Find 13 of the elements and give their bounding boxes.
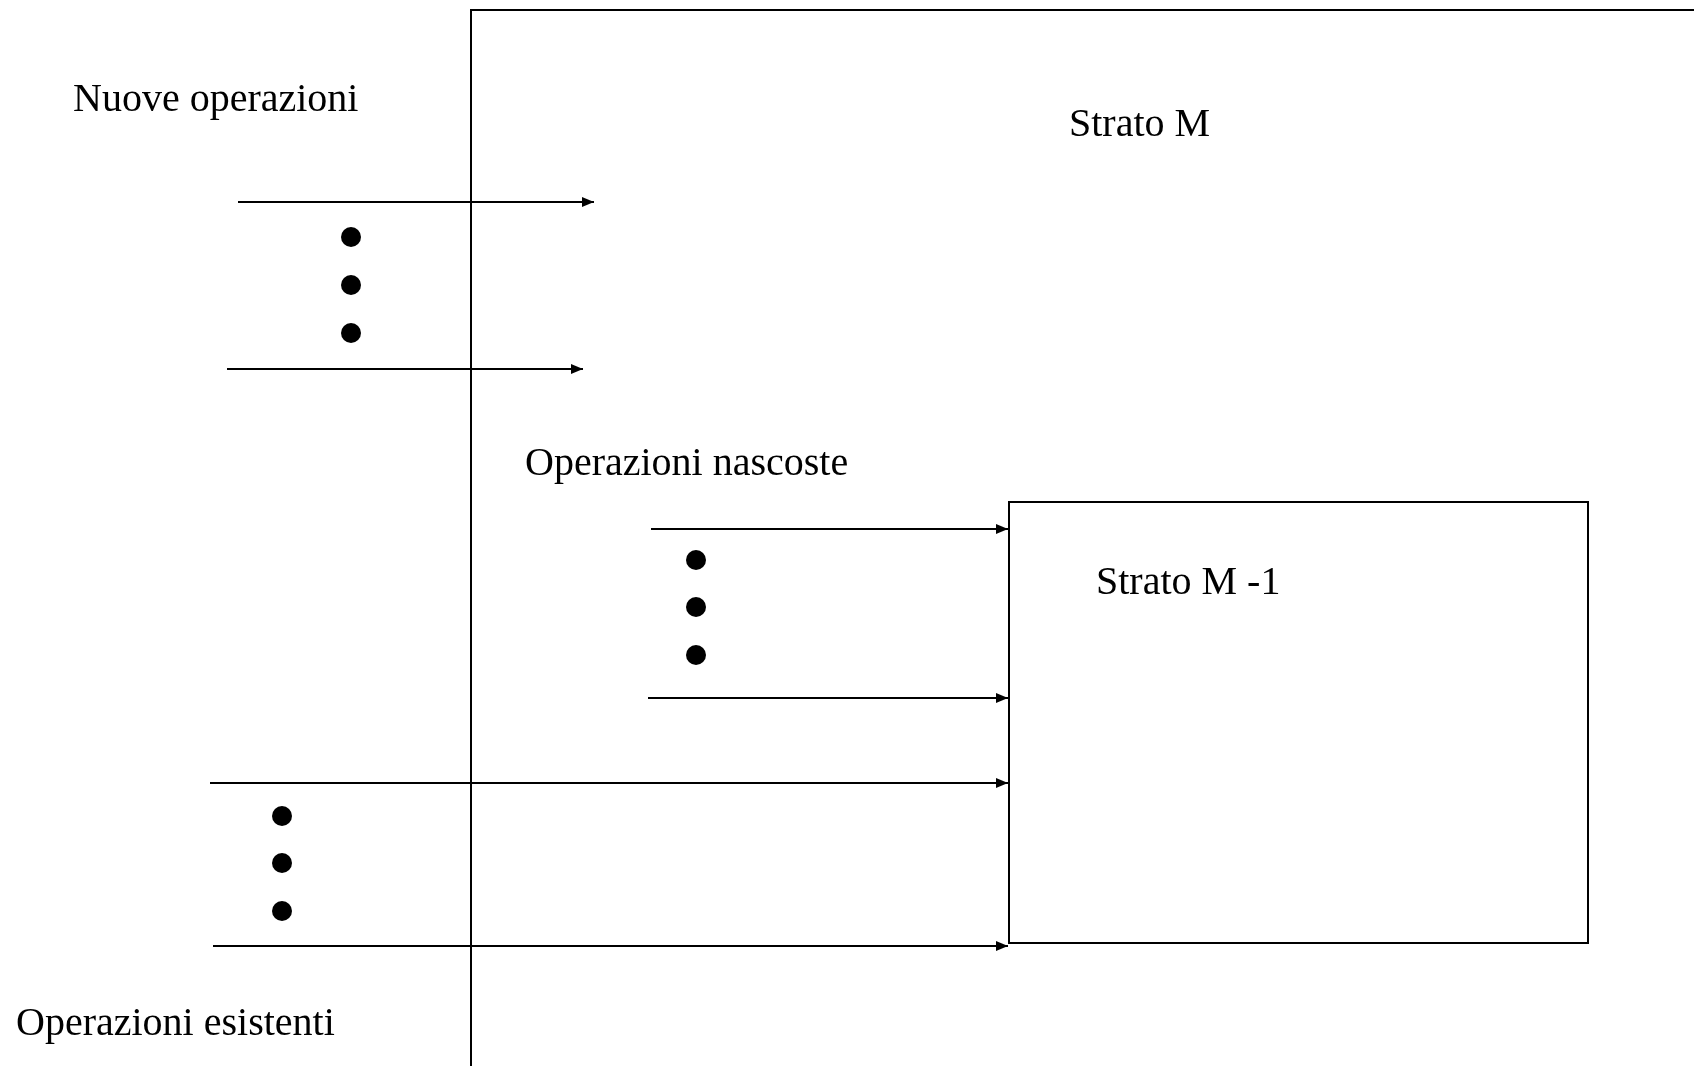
operation-label: Nuove operazioni — [73, 78, 359, 118]
layer-title: Strato M -1 — [1096, 561, 1281, 601]
arrow — [650, 524, 1009, 534]
operation-label: Operazioni nascoste — [525, 442, 849, 482]
arrow — [237, 197, 595, 207]
layer-box — [470, 9, 1694, 1066]
arrow — [647, 693, 1009, 703]
layer-box — [1008, 501, 1589, 944]
arrow — [209, 778, 1009, 788]
operation-label: Operazioni esistenti — [16, 1002, 335, 1042]
layer-title: Strato M — [1069, 103, 1211, 143]
arrow — [212, 941, 1009, 951]
arrow — [226, 364, 584, 374]
